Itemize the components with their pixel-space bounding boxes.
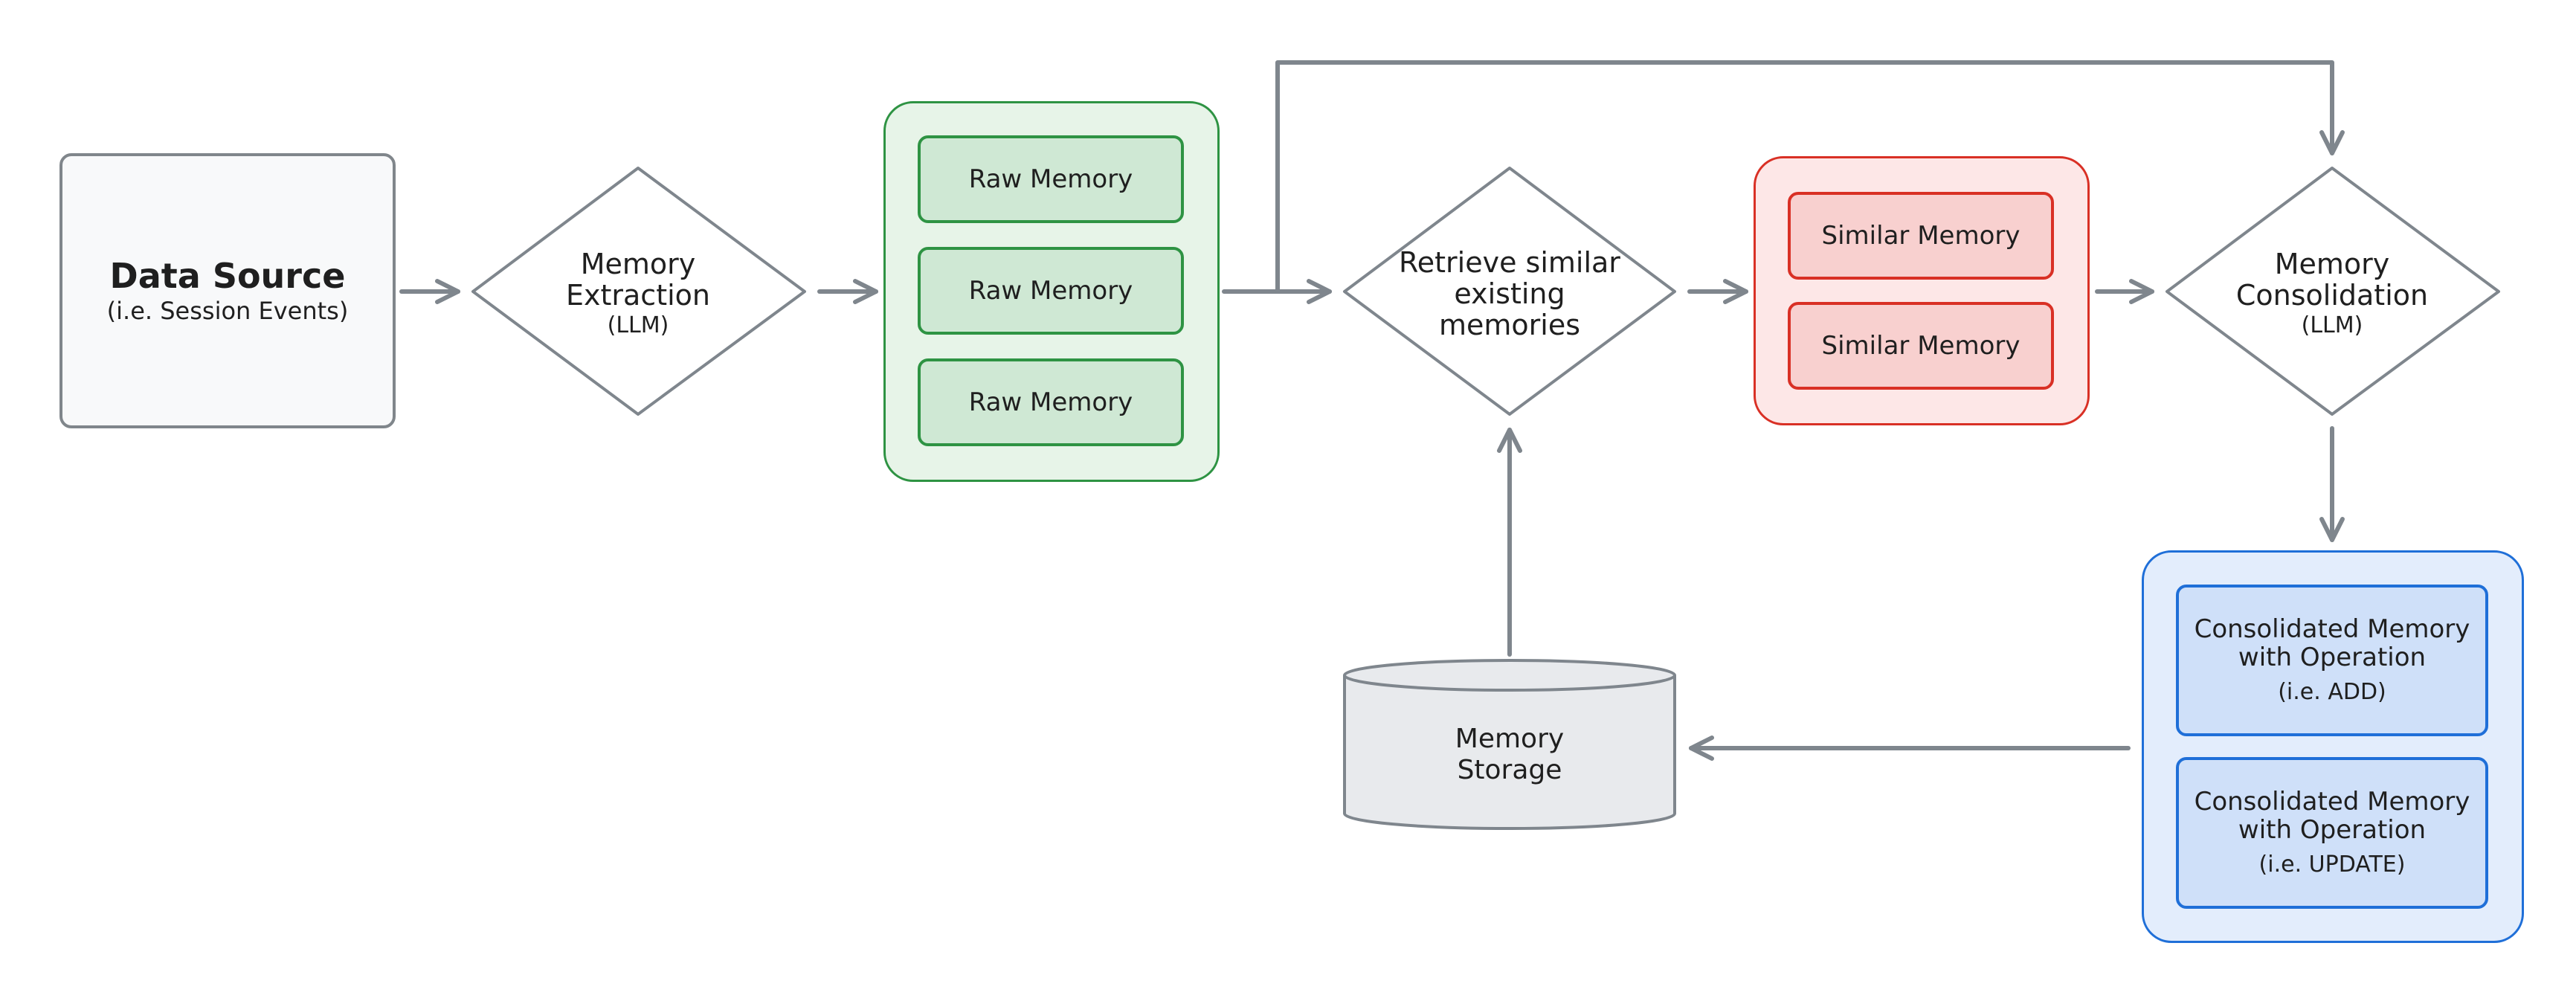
data-source-subtitle: (i.e. Session Events) — [106, 297, 349, 325]
memory-extraction-title-1: Memory — [580, 248, 696, 280]
memory-storage-cylinder — [1343, 659, 1676, 830]
similar-memory-item: Similar Memory — [1788, 192, 2054, 280]
data-source-box: Data Source (i.e. Session Events) — [59, 153, 396, 428]
memory-consolidation-subtitle: (LLM) — [2301, 312, 2363, 338]
memory-storage-label: Memory Storage — [1361, 714, 1658, 796]
retrieve-label: Retrieve similar existing memories — [1389, 238, 1630, 350]
memory-extraction-title-2: Extraction — [566, 279, 710, 312]
consolidated-memory-item: Consolidated Memory with Operation (i.e.… — [2176, 585, 2488, 736]
retrieve-line-2: existing — [1454, 277, 1565, 310]
raw-memory-item: Raw Memory — [918, 358, 1184, 446]
memory-storage-line-1: Memory — [1455, 724, 1565, 754]
memory-consolidation-title-1: Memory — [2274, 248, 2390, 280]
memory-extraction-label: Memory Extraction (LLM) — [521, 238, 756, 350]
data-source-title: Data Source — [109, 256, 346, 296]
retrieve-line-1: Retrieve similar — [1399, 246, 1620, 279]
memory-consolidation-diamond — [2166, 167, 2500, 416]
memory-extraction-subtitle: (LLM) — [607, 312, 669, 338]
similar-memory-item: Similar Memory — [1788, 302, 2054, 390]
retrieve-line-3: memories — [1438, 309, 1581, 341]
memory-consolidation-title-2: Consolidation — [2235, 279, 2429, 312]
raw-memory-item: Raw Memory — [918, 135, 1184, 223]
memory-storage-line-2: Storage — [1457, 755, 1562, 785]
arrow-raw-bypass-to-consolidation — [1275, 60, 2345, 294]
raw-memory-item: Raw Memory — [918, 247, 1184, 335]
consolidated-memory-item: Consolidated Memory with Operation (i.e.… — [2176, 757, 2488, 909]
retrieve-diamond — [1343, 167, 1676, 416]
memory-extraction-diamond — [471, 167, 806, 416]
memory-consolidation-label: Memory Consolidation (LLM) — [2206, 238, 2459, 350]
